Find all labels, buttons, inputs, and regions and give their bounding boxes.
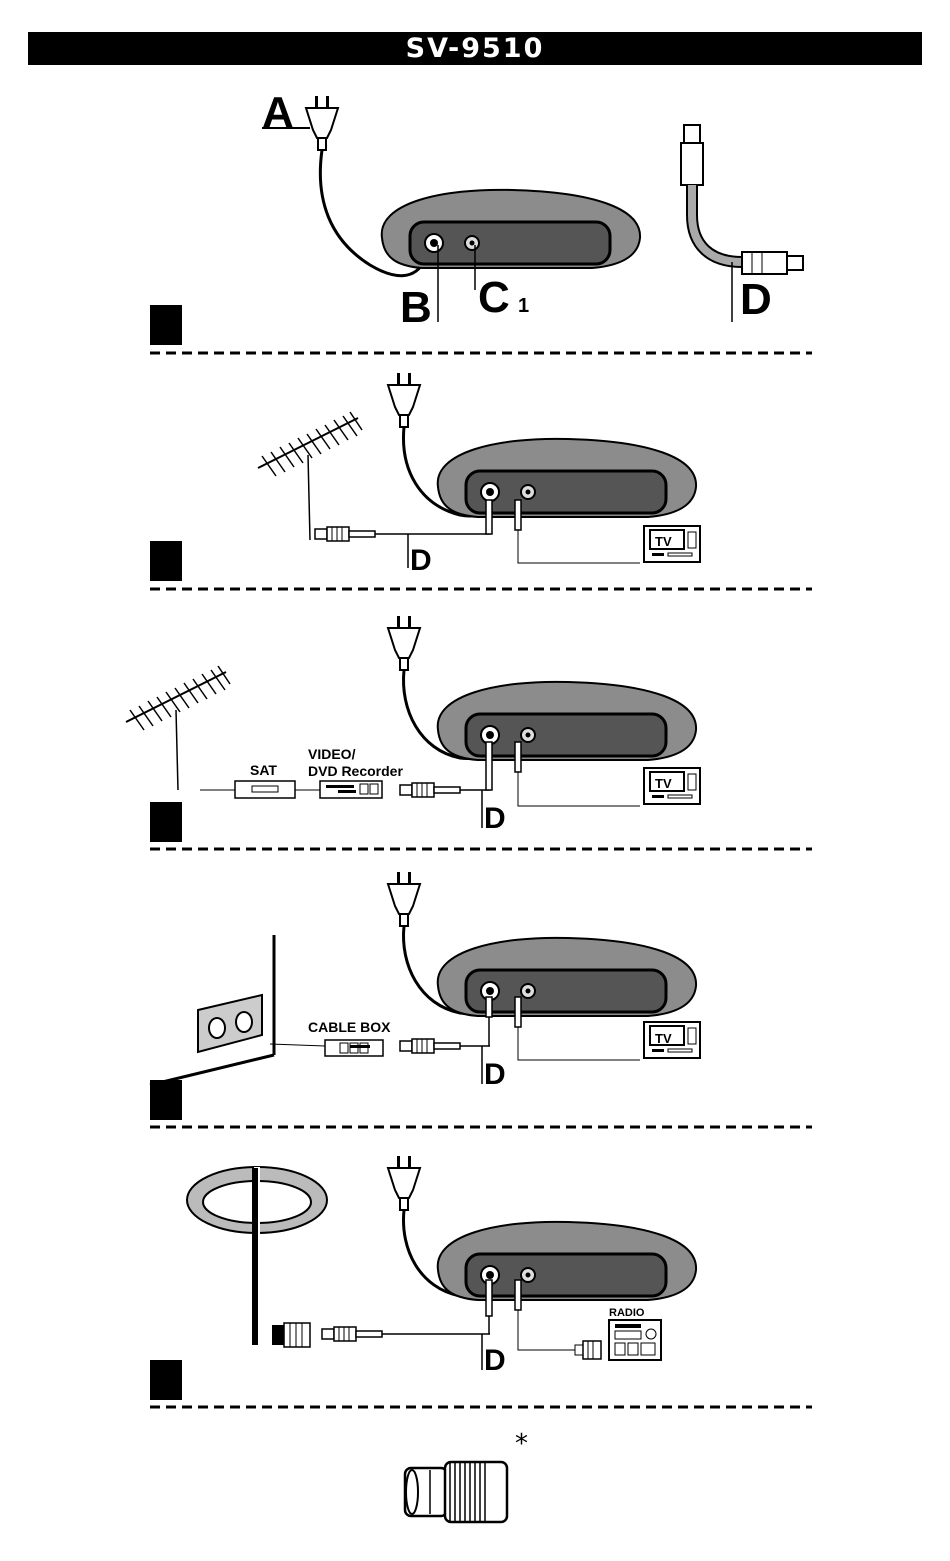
tv-icon <box>644 1022 700 1058</box>
tv-label: TV <box>655 1031 672 1046</box>
section-2-diagram: D TV <box>150 373 700 581</box>
coax-plug-icon <box>322 1327 382 1341</box>
step-marker-2 <box>150 541 182 581</box>
antenna-icon <box>258 412 362 476</box>
label-b: B <box>400 283 432 332</box>
label-a: A <box>262 88 294 137</box>
power-plug-icon <box>388 616 420 670</box>
tv-label: TV <box>655 534 672 549</box>
label-d: D <box>484 1344 506 1377</box>
label-c: C <box>478 273 510 322</box>
sat-box-icon <box>235 781 295 798</box>
power-plug-icon <box>388 373 420 427</box>
label-d: D <box>410 544 432 577</box>
antenna-icon <box>126 666 230 730</box>
coax-adapter-detail-icon <box>405 1462 507 1522</box>
receiver-device-icon <box>438 1222 696 1300</box>
video-recorder-icon <box>320 781 382 798</box>
wall-outlet-icon <box>150 935 274 1085</box>
receiver-device-icon <box>438 938 696 1016</box>
tv-icon <box>644 768 700 804</box>
section-3-diagram: SAT VIDEO/ DVD Recorder D TV <box>126 616 700 842</box>
asterisk-note: * <box>515 1429 528 1459</box>
video-label-line-1: VIDEO/ <box>308 746 356 762</box>
power-plug-icon <box>306 96 338 150</box>
radio-icon <box>609 1320 661 1360</box>
tv-label: TV <box>655 776 672 791</box>
radio-adapter-icon <box>575 1341 601 1359</box>
label-c-number: 1 <box>518 295 529 317</box>
power-plug-icon <box>388 1156 420 1210</box>
coax-plug-icon <box>400 1039 460 1053</box>
label-d: D <box>484 802 506 835</box>
section-5-diagram: RADIO D <box>150 1156 696 1400</box>
receiver-device-icon <box>438 682 696 760</box>
receiver-device-icon <box>382 190 640 268</box>
cable-box-icon <box>325 1040 383 1056</box>
step-marker-5 <box>150 1360 182 1400</box>
coax-adapter-icon <box>272 1323 310 1347</box>
receiver-device-icon <box>438 439 696 517</box>
radio-label: RADIO <box>609 1307 645 1319</box>
coax-plug-icon <box>315 527 375 541</box>
label-d: D <box>740 275 772 324</box>
label-d: D <box>484 1058 506 1091</box>
step-marker-4 <box>150 1080 182 1120</box>
coax-plug-icon <box>400 783 460 797</box>
cable-box-label: CABLE BOX <box>308 1019 391 1035</box>
power-plug-icon <box>388 872 420 926</box>
sat-label: SAT <box>250 762 277 778</box>
loop-antenna-icon <box>187 1167 327 1345</box>
video-label-line-2: DVD Recorder <box>308 763 403 779</box>
step-marker-1 <box>150 305 182 345</box>
tv-icon <box>644 526 700 562</box>
section-4-diagram: CABLE BOX D TV <box>150 872 700 1120</box>
step-marker-3 <box>150 802 182 842</box>
section-1-diagram: A B C 1 D <box>150 88 803 345</box>
